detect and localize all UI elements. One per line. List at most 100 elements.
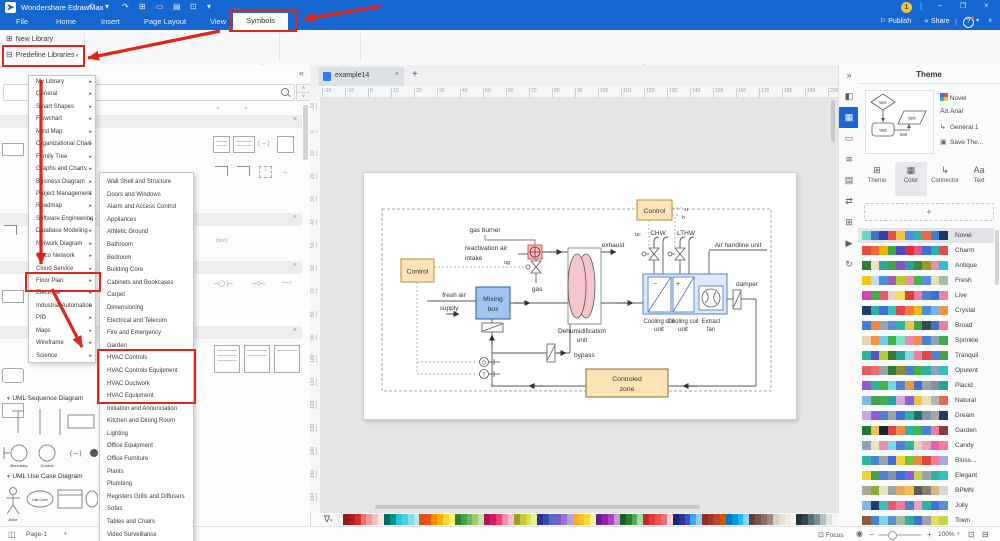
temperature-sensor[interactable]: T <box>479 369 501 379</box>
palette-row-broad[interactable]: Broad <box>858 318 994 333</box>
quick-color-swatch[interactable] <box>802 514 809 525</box>
exhaust-damper[interactable] <box>732 289 742 310</box>
theme-preview[interactable]: text text text text <box>865 90 934 154</box>
bypass-damper[interactable] <box>546 343 556 363</box>
quick-color-swatch[interactable] <box>425 514 432 525</box>
library-menu-item-industrial-automation[interactable]: Industrial Automation▸ <box>29 300 95 312</box>
add-theme-button[interactable]: + <box>864 203 994 221</box>
shape-thumbnail[interactable] <box>244 345 270 373</box>
fit-page-icon[interactable]: ⊟ <box>982 530 989 539</box>
submenu-item-tables-and-chairs[interactable]: Tables and Chairs <box>107 519 156 526</box>
library-menu-item-business-diagram[interactable]: Business Diagram▸ <box>29 176 95 188</box>
palette-scrollbar[interactable] <box>995 230 999 285</box>
shape-thumbnail[interactable] <box>2 143 24 156</box>
chevron-down-icon[interactable]: ⌄ <box>243 104 249 111</box>
submenu-item-bathroom[interactable]: Bathroom <box>107 241 134 248</box>
palette-row-antique[interactable]: Antique <box>858 258 994 273</box>
submenu-item-athletic-ground[interactable]: Athletic Ground <box>107 229 149 236</box>
submenu-item-hvac-equipment[interactable]: HVAC Equipment <box>107 393 154 400</box>
predefine-libraries-button[interactable]: ⊟Predefine Libraries ▾ <box>6 50 79 59</box>
uml-usecase-shapes[interactable]: Actor Use Case <box>2 485 98 525</box>
palette-row-candy[interactable]: Candy <box>858 438 994 453</box>
submenu-item-office-equipment[interactable]: Office Equipment <box>107 443 153 450</box>
theme-style-general1[interactable]: ↳General 1 <box>940 124 979 131</box>
shape-thumbnail[interactable] <box>214 345 240 373</box>
quick-color-swatch[interactable] <box>413 514 420 525</box>
canvas-horizontal-scrollbar[interactable] <box>375 505 700 509</box>
quick-color-swatch[interactable] <box>590 514 597 525</box>
new-library-button[interactable]: ⊞New Library <box>6 34 54 43</box>
shape-thumbnail[interactable]: ↓ <box>259 166 272 178</box>
quick-color-swatch[interactable] <box>337 514 343 525</box>
library-menu-item-database-modeling[interactable]: Database Modeling▸ <box>29 225 95 237</box>
quick-color-swatch[interactable] <box>660 514 667 525</box>
zoom-slider[interactable] <box>878 534 922 536</box>
shape-thumbnail[interactable] <box>237 166 250 176</box>
submenu-item-hvac-ductwork[interactable]: HVAC Ductwork <box>107 380 150 387</box>
library-menu-item-roadmap[interactable]: Roadmap▸ <box>29 200 95 212</box>
drawing-canvas[interactable]: Control Control Mixing box <box>320 97 838 513</box>
quick-color-swatch[interactable] <box>519 514 526 525</box>
quick-color-swatch[interactable] <box>578 514 585 525</box>
theme-icon[interactable]: ▦ <box>839 107 859 128</box>
theme-style-savethe[interactable]: ▣Save The... <box>940 139 984 146</box>
quick-color-swatch[interactable] <box>490 514 497 525</box>
submenu-item-building-core[interactable]: Building Core <box>107 267 144 274</box>
drawing-page[interactable]: Control Control Mixing box <box>363 172 797 420</box>
quick-color-swatch[interactable] <box>472 514 479 525</box>
quick-color-swatch[interactable] <box>631 514 638 525</box>
submenu-item-cabinets-and-bookcases[interactable]: Cabinets and Bookcases <box>107 279 174 286</box>
menu-page-layout[interactable]: Page Layout <box>144 17 187 26</box>
quick-color-swatch[interactable] <box>825 514 832 525</box>
quick-color-swatch[interactable] <box>649 514 656 525</box>
background-icon[interactable]: ▭ <box>844 133 854 143</box>
quick-color-swatch[interactable] <box>772 514 779 525</box>
help-icon[interactable]: ? <box>963 17 974 28</box>
zoom-level[interactable]: 100% <box>938 531 955 538</box>
quick-color-swatch[interactable] <box>584 514 591 525</box>
quick-color-swatch[interactable] <box>460 514 467 525</box>
submenu-item-garden[interactable]: Garden <box>107 342 128 349</box>
quick-color-swatch[interactable] <box>378 514 385 525</box>
controlled-zone-box[interactable]: Controled zone <box>585 368 669 398</box>
quick-color-swatch[interactable] <box>566 514 573 525</box>
fill-tool-icon[interactable]: ◧ <box>844 91 854 101</box>
shape-thumbnail[interactable]: ▫─○ <box>282 280 293 286</box>
quick-access-icon[interactable]: ⊞ <box>139 2 146 11</box>
quick-color-swatch[interactable] <box>419 514 426 525</box>
quick-access-icon[interactable]: ⊡ <box>190 2 197 11</box>
focus-button[interactable]: ⊡ Focus <box>818 532 844 539</box>
quick-color-swatch[interactable] <box>719 514 726 525</box>
palette-row-jolly[interactable]: Jolly <box>858 498 994 513</box>
submenu-item-hvac-controls[interactable]: HVAC Controls <box>107 355 148 362</box>
submenu-item-office-furniture[interactable]: Office Furniture <box>107 456 149 463</box>
close-section-icon[interactable]: × <box>292 262 297 269</box>
quick-color-swatch[interactable] <box>607 514 614 525</box>
lthw-valve[interactable] <box>667 247 686 261</box>
quick-color-swatch[interactable] <box>702 514 709 525</box>
quick-color-swatch[interactable] <box>531 514 538 525</box>
library-menu-item-maps[interactable]: Maps▸ <box>29 325 95 337</box>
theme-style-arial[interactable]: AaArial <box>940 108 964 115</box>
quick-color-swatch[interactable] <box>714 514 720 525</box>
uml-sequence-section-header[interactable]: ▼ UML Sequence Diagram <box>6 395 84 402</box>
submenu-item-plumbing[interactable]: Plumbing <box>107 481 133 488</box>
library-menu-item-organizational-chart[interactable]: Organizational Chart▸ <box>29 138 95 150</box>
quick-access-icon[interactable]: ▾ <box>207 2 212 11</box>
quick-color-swatch[interactable] <box>708 514 714 525</box>
menu-symbols[interactable]: Symbols <box>233 13 288 30</box>
palette-row-elegant[interactable]: Elegant <box>858 468 994 483</box>
tab-theme[interactable]: ⊞Theme <box>861 162 893 196</box>
quick-color-swatch[interactable] <box>537 514 544 525</box>
collapse-panel-icon[interactable]: « <box>298 68 304 78</box>
quick-color-swatch[interactable] <box>743 514 750 525</box>
quick-color-swatch[interactable] <box>572 514 579 525</box>
library-menu-item-pid[interactable]: PID▸ <box>29 312 95 324</box>
quick-color-swatch[interactable] <box>613 514 620 525</box>
palette-row-natural[interactable]: Natural <box>858 393 994 408</box>
quick-color-swatch[interactable] <box>360 514 367 525</box>
submenu-item-wall-shell-and-structure[interactable]: Wall Shell and Structure <box>107 179 172 185</box>
zoom-slider-knob[interactable] <box>888 531 897 540</box>
palette-row-bpmn[interactable]: BPMN <box>858 483 994 498</box>
mixing-box[interactable]: Mixing box <box>475 286 511 320</box>
